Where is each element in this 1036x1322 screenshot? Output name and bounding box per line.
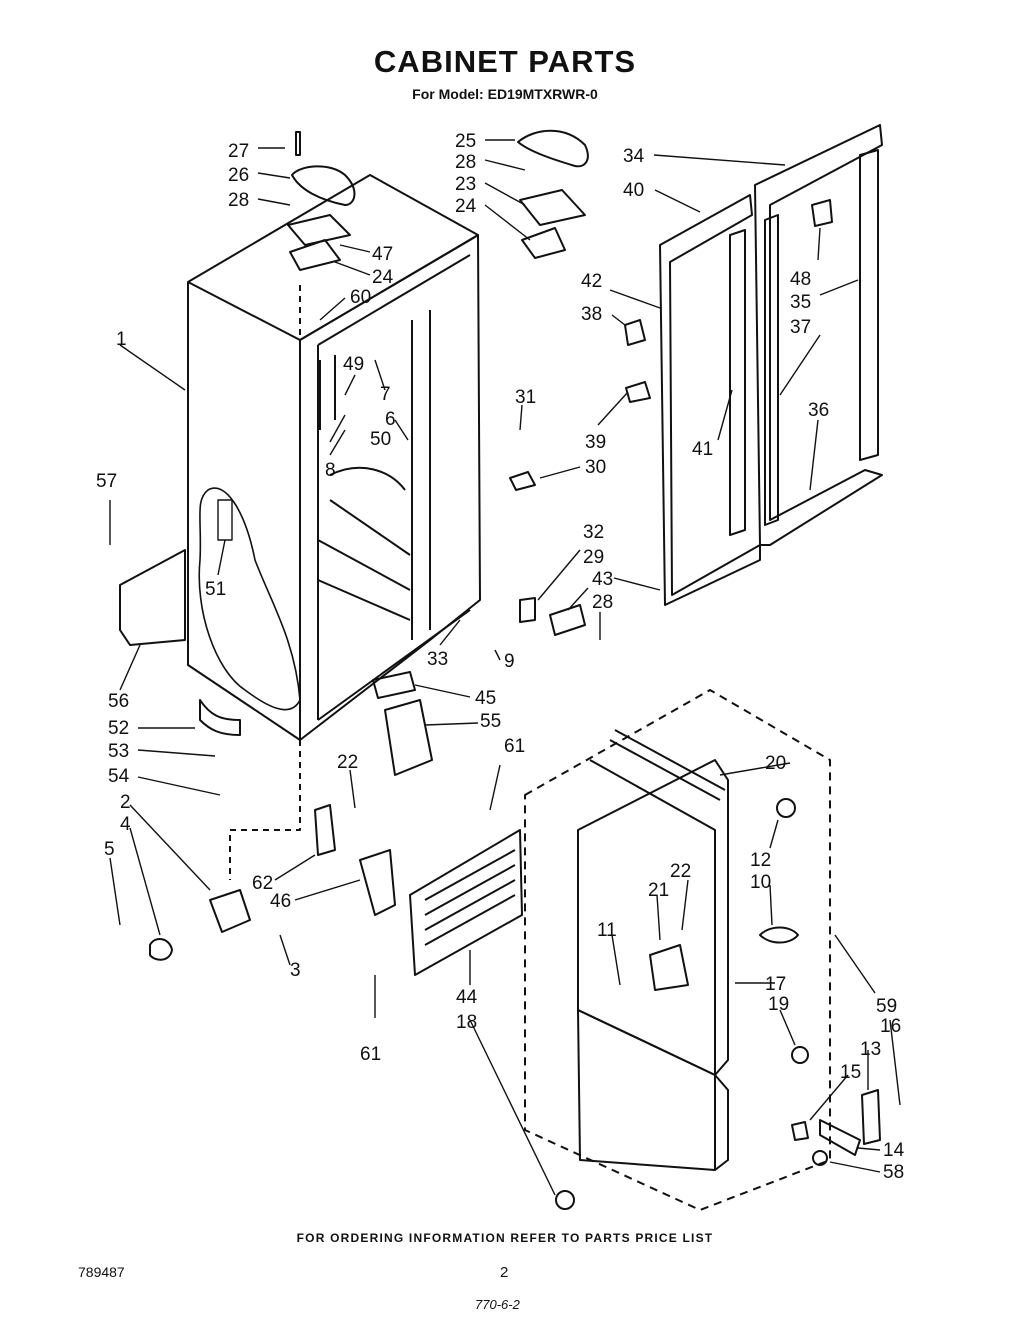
callout-8: 8 (325, 460, 336, 481)
callout-28c: 28 (592, 592, 613, 613)
callout-33: 33 (427, 649, 448, 670)
callout-22b: 22 (670, 861, 691, 882)
callout-52: 52 (108, 718, 129, 739)
door-gaskets (659, 124, 883, 606)
callout-13: 13 (860, 1039, 881, 1060)
callout-45: 45 (475, 688, 496, 709)
callout-16: 16 (880, 1016, 901, 1037)
callout-26: 26 (228, 165, 249, 186)
callout-40: 40 (623, 180, 644, 201)
round-fasteners (555, 798, 828, 1210)
page-title: CABINET PARTS (373, 44, 637, 79)
small-hardware (372, 199, 833, 776)
callout-28b: 28 (455, 152, 476, 173)
callout-14: 14 (883, 1140, 905, 1161)
callout-18: 18 (456, 1012, 477, 1033)
callout-12: 12 (750, 850, 771, 871)
callout-10: 10 (750, 872, 771, 893)
callout-11: 11 (597, 920, 617, 941)
callout-17: 17 (765, 974, 786, 995)
lower-hinge-parts (149, 804, 396, 961)
callout-47: 47 (372, 244, 393, 265)
callout-9: 9 (504, 651, 515, 672)
callout-32: 32 (583, 522, 604, 543)
callout-42: 42 (581, 271, 602, 292)
callout-50: 50 (370, 429, 391, 450)
top-hinge-left (287, 131, 356, 271)
callout-25: 25 (455, 131, 476, 152)
callout-28: 28 (228, 190, 249, 211)
callout-31: 31 (515, 387, 536, 408)
callout-35: 35 (790, 292, 811, 313)
callout-5: 5 (104, 839, 115, 860)
callout-49: 49 (343, 354, 364, 375)
callout-22: 22 (337, 752, 358, 773)
ordering-note: FOR ORDERING INFORMATION REFER TO PARTS … (296, 1231, 714, 1245)
callout-60: 60 (350, 287, 371, 308)
document-number: 789487 (78, 1264, 125, 1280)
callout-41: 41 (692, 439, 713, 460)
callout-1: 1 (116, 329, 127, 350)
door-assembly (524, 689, 881, 1211)
leader-lines (109, 139, 901, 1196)
page-number: 2 (500, 1264, 509, 1281)
callout-39: 39 (585, 432, 606, 453)
side-bracket (119, 549, 241, 736)
callout-58: 58 (883, 1162, 904, 1183)
cabinet-shell (187, 174, 481, 880)
handwritten-code: 770-6-2 (475, 1297, 520, 1312)
callout-4: 4 (120, 814, 131, 835)
callout-46: 46 (270, 891, 291, 912)
callout-56: 56 (108, 691, 129, 712)
callout-19: 19 (768, 994, 789, 1015)
callout-53: 53 (108, 741, 129, 762)
callout-15: 15 (840, 1062, 861, 1083)
callout-6: 6 (385, 409, 396, 430)
callout-29: 29 (583, 547, 604, 568)
toe-grille (409, 829, 523, 976)
callout-21: 21 (648, 880, 669, 901)
callout-2: 2 (120, 792, 131, 813)
callout-43: 43 (592, 569, 613, 590)
callout-30: 30 (585, 457, 606, 478)
callout-59: 59 (876, 996, 897, 1017)
callout-37: 37 (790, 317, 811, 338)
callout-54: 54 (108, 766, 130, 787)
callout-20: 20 (765, 753, 786, 774)
callout-36: 36 (808, 400, 829, 421)
callout-24: 24 (455, 196, 477, 217)
top-hinge-right (517, 129, 589, 259)
callout-61b: 61 (360, 1044, 381, 1065)
callout-57: 57 (96, 471, 117, 492)
callout-48: 48 (790, 269, 811, 290)
callout-34: 34 (623, 146, 645, 167)
callout-62: 62 (252, 873, 273, 894)
callout-51: 51 (205, 579, 226, 600)
callout-61: 61 (504, 736, 525, 757)
model-subtitle: For Model: ED19MTXRWR-0 (412, 86, 598, 102)
callout-27: 27 (228, 141, 249, 162)
callout-38: 38 (581, 304, 602, 325)
callout-3: 3 (290, 960, 301, 981)
callout-55: 55 (480, 711, 501, 732)
callout-44: 44 (456, 987, 478, 1008)
callout-numbers: 27 26 28 25 28 23 24 34 40 47 24 60 1 49… (96, 131, 905, 1183)
callout-7: 7 (380, 384, 391, 405)
callout-24b: 24 (372, 267, 394, 288)
callout-23: 23 (455, 174, 476, 195)
